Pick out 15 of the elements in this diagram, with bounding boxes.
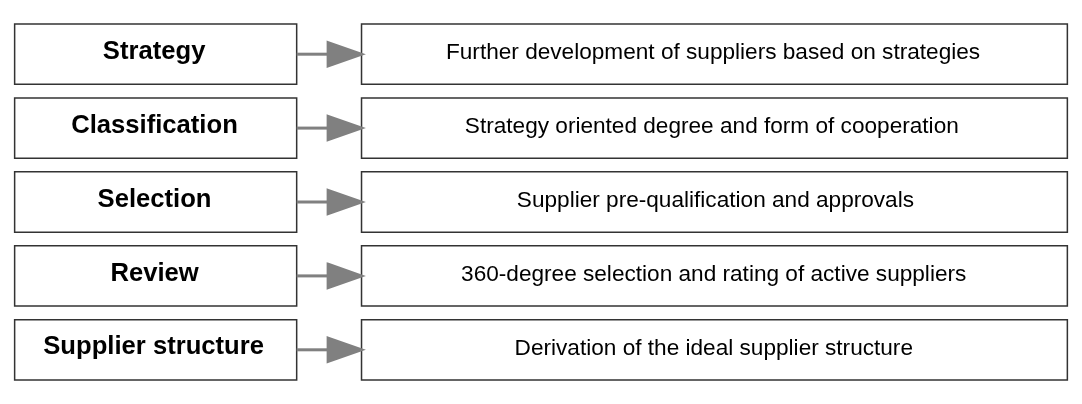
node-box: Supplier pre-qualification and approvals bbox=[360, 171, 1069, 233]
arrow bbox=[296, 40, 366, 68]
node-box: 360-degree selection and rating of active suppliers bbox=[360, 245, 1069, 307]
node-box: Review bbox=[13, 245, 298, 307]
arrow bbox=[296, 262, 366, 290]
arrow bbox=[296, 336, 366, 364]
node-box: Further development of suppliers based on strategies bbox=[360, 23, 1069, 86]
node-box: Supplier structure bbox=[13, 318, 298, 381]
node-box: Derivation of the ideal supplier structure bbox=[360, 318, 1069, 381]
node-box: Selection bbox=[13, 171, 298, 233]
arrow bbox=[296, 114, 366, 142]
arrow bbox=[296, 188, 366, 216]
node-box: Classification bbox=[13, 97, 298, 159]
node-box: Strategy oriented degree and form of cooperation bbox=[360, 97, 1069, 159]
node-box: Strategy bbox=[13, 23, 298, 86]
